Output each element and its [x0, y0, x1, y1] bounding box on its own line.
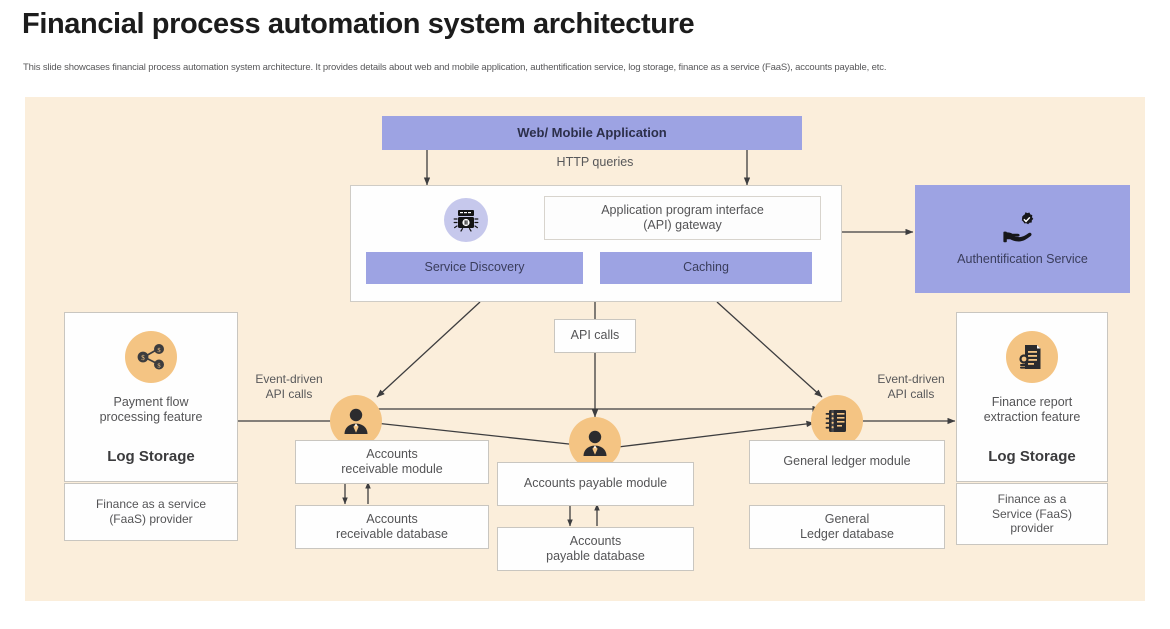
api-gateway-icon-circle [444, 198, 488, 242]
accounts-payable-database-box[interactable]: Accounts payable database [497, 527, 694, 571]
page-subtitle: This slide showcases financial process a… [23, 62, 887, 73]
user-avatar-icon [344, 408, 368, 434]
accounts-receivable-module-box[interactable]: Accounts receivable module [295, 440, 489, 484]
payment-flow-label-line2: processing feature [99, 410, 203, 425]
caching-box[interactable]: Caching [600, 252, 812, 284]
svg-text:$: $ [141, 354, 145, 362]
diagram-panel: Web/ Mobile Application HTTP queries [25, 97, 1145, 601]
finance-report-card[interactable]: Finance report extraction feature Log St… [956, 312, 1108, 482]
right-event-driven-label: Event-driven API calls [861, 372, 961, 401]
finance-report-label-line1: Finance report [991, 395, 1073, 409]
payment-flow-network-icon: $ $ $ [137, 344, 164, 370]
ar-module-line2: receivable module [341, 462, 443, 476]
api-gateway-label-box[interactable]: Application program interface (API) gate… [544, 196, 821, 240]
ap-db-line2: payable database [546, 549, 645, 563]
right-event-driven-line1: Event-driven [877, 372, 945, 386]
authentification-service-box[interactable]: Authentification Service [915, 185, 1130, 293]
right-faas-line3: provider [1010, 521, 1054, 536]
general-ledger-database-box[interactable]: General Ledger database [749, 505, 945, 549]
accounts-receivable-database-box[interactable]: Accounts receivable database [295, 505, 489, 549]
accounts-receivable-avatar [330, 395, 382, 447]
api-gateway-icon [453, 210, 479, 232]
left-faas-provider-box[interactable]: Finance as a service (FaaS) provider [64, 483, 238, 541]
general-ledger-avatar [811, 395, 863, 447]
user-avatar-icon [583, 430, 607, 456]
finance-report-icon-circle [1006, 331, 1058, 383]
ap-module-line1: Accounts payable module [523, 476, 668, 491]
left-event-driven-line2: API calls [265, 386, 313, 401]
svg-text:$: $ [157, 347, 161, 354]
left-faas-line2: (FaaS) provider [109, 512, 193, 526]
finance-report-label-line2: extraction feature [983, 410, 1081, 425]
right-log-storage-label: Log Storage [988, 447, 1076, 465]
ledger-chip-icon [825, 410, 846, 432]
left-faas-line1: Finance as a service [95, 497, 207, 512]
api-calls-box[interactable]: API calls [554, 319, 636, 353]
left-log-storage-label: Log Storage [107, 447, 195, 465]
http-queries-label: HTTP queries [556, 155, 634, 169]
gl-db-line2: Ledger database [800, 527, 894, 541]
hand-gear-check-icon [1002, 212, 1033, 243]
finance-report-document-icon [1019, 345, 1041, 369]
left-event-driven-label: Event-driven API calls [238, 372, 340, 401]
api-gateway-label-line2: (API) gateway [643, 218, 722, 232]
gl-module-line1: General ledger module [783, 454, 911, 469]
gl-db-line1: General [824, 511, 870, 526]
left-event-driven-line1: Event-driven [255, 372, 323, 386]
right-faas-line2: Service (FaaS) [991, 506, 1073, 521]
payment-flow-card[interactable]: $ $ $ Payment flow processing feature Lo… [64, 312, 238, 482]
ar-db-line1: Accounts [366, 511, 418, 526]
authentification-service-label: Authentification Service [957, 252, 1088, 267]
ar-module-line1: Accounts [366, 446, 418, 461]
right-event-driven-line2: API calls [887, 386, 935, 401]
svg-text:$: $ [157, 363, 161, 370]
api-gateway-label-line1: Application program interface [601, 202, 764, 217]
page-title: Financial process automation system arch… [22, 8, 695, 40]
ar-db-line2: receivable database [336, 527, 448, 541]
accounts-payable-module-box[interactable]: Accounts payable module [497, 462, 694, 506]
web-mobile-application-box[interactable]: Web/ Mobile Application [382, 116, 802, 150]
right-faas-provider-box[interactable]: Finance as a Service (FaaS) provider [956, 483, 1108, 545]
right-faas-line1: Finance as a [997, 492, 1067, 507]
accounts-payable-avatar [569, 417, 621, 469]
payment-flow-icon-circle: $ $ $ [125, 331, 177, 383]
service-discovery-box[interactable]: Service Discovery [366, 252, 583, 284]
payment-flow-label-line1: Payment flow [113, 395, 189, 409]
general-ledger-module-box[interactable]: General ledger module [749, 440, 945, 484]
ap-db-line1: Accounts [569, 533, 622, 548]
